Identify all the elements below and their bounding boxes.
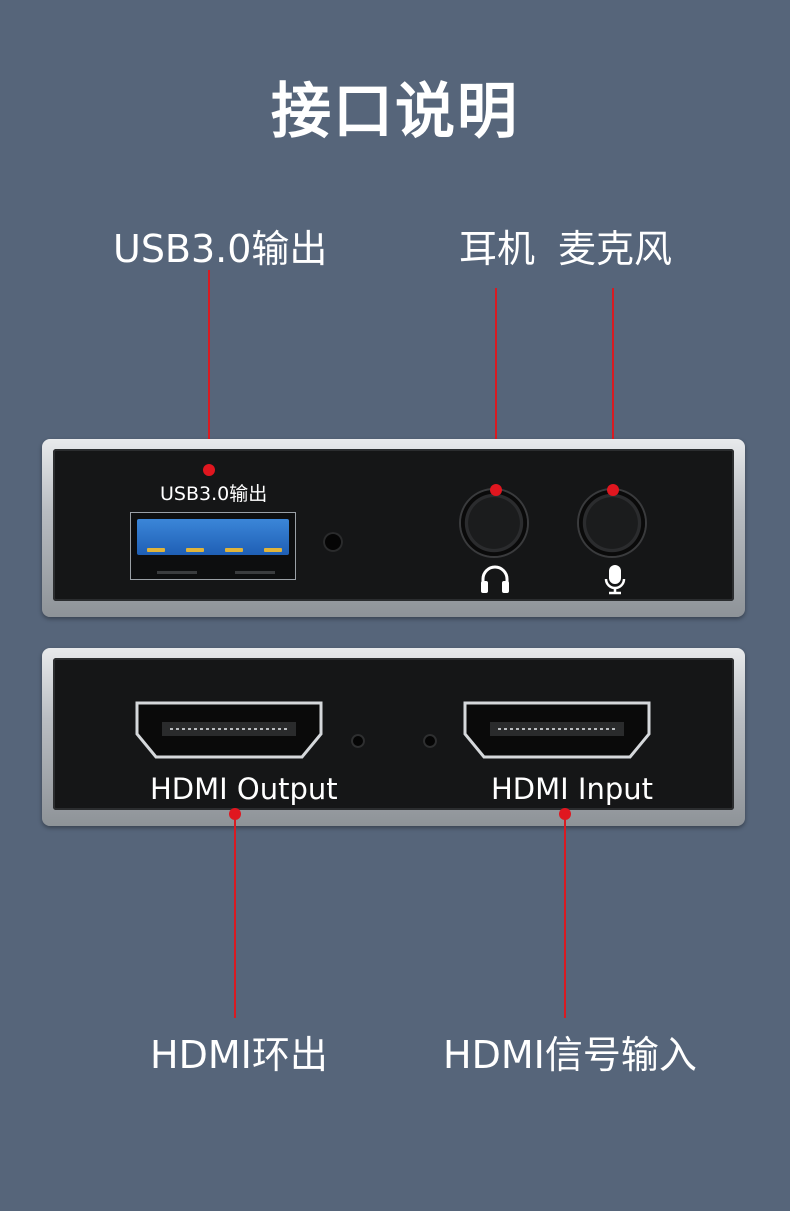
hdmi-output-port xyxy=(135,701,323,759)
usb-port-label: USB3.0输出 xyxy=(160,483,268,505)
hdmi-input-marker-dot xyxy=(559,808,571,820)
hdmi-output-lead-line xyxy=(234,818,236,1018)
headphone-jack xyxy=(461,490,527,556)
hdmi-loop-out-callout: HDMI环出 xyxy=(150,1033,328,1077)
hdmi-status-led xyxy=(423,734,437,748)
hdmi-output-marker-dot xyxy=(229,808,241,820)
microphone-icon xyxy=(604,565,626,595)
headphone-marker-dot xyxy=(490,484,502,496)
hdmi-signal-in-callout: HDMI信号输入 xyxy=(443,1033,697,1077)
usb-port xyxy=(130,512,296,580)
usb-output-callout: USB3.0输出 xyxy=(113,227,328,271)
usb-pin xyxy=(186,548,204,552)
usb-marker-dot xyxy=(203,464,215,476)
hdmi-input-port xyxy=(463,701,651,759)
usb-pin xyxy=(147,548,165,552)
page-title: 接口说明 xyxy=(271,77,519,147)
headphone-callout: 耳机 xyxy=(459,227,536,271)
headphone-lead-line xyxy=(495,288,497,490)
microphone-marker-dot xyxy=(607,484,619,496)
microphone-lead-line xyxy=(612,288,614,490)
microphone-jack xyxy=(579,490,645,556)
hdmi-output-label: HDMI Output xyxy=(150,772,338,806)
status-led xyxy=(323,532,343,552)
hdmi-input-label: HDMI Input xyxy=(491,772,654,806)
usb-lead-line xyxy=(208,270,210,469)
usb-slot xyxy=(157,571,197,574)
usb-pin xyxy=(225,548,243,552)
microphone-callout: 麦克风 xyxy=(558,227,673,271)
usb-pin xyxy=(264,548,282,552)
hdmi-input-lead-line xyxy=(564,818,566,1018)
hdmi-status-led xyxy=(351,734,365,748)
usb-slot xyxy=(235,571,275,574)
headphone-icon xyxy=(481,565,509,593)
